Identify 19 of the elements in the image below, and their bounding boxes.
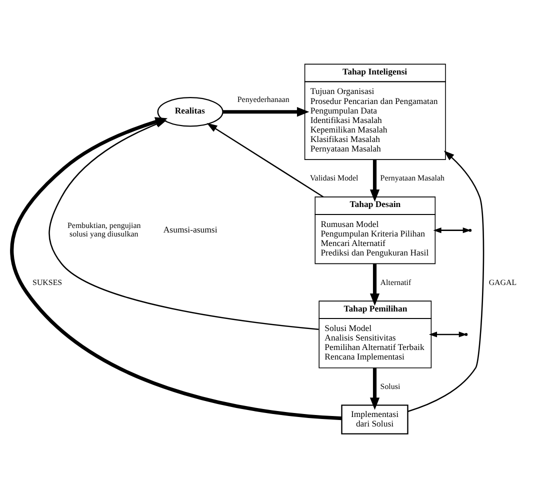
edge-label: SUKSES: [32, 278, 62, 287]
label: Asumsi-asumsi: [163, 224, 218, 235]
node-ellipse: Realitas: [157, 96, 224, 127]
edge-label: Alternatif: [380, 278, 412, 287]
arrow: [408, 150, 484, 412]
edge-label: Solusi: [380, 382, 400, 391]
node-box: Implementasi dari Solusi: [341, 404, 408, 434]
arrow: [206, 123, 324, 198]
edge-label: Pernyataan Masalah: [380, 174, 444, 183]
arrow: [370, 368, 380, 410]
arrow: [428, 332, 467, 338]
arrow: [10, 117, 342, 420]
arrow: [370, 160, 380, 202]
arrow: [370, 264, 380, 306]
edge-label: GAGAL: [488, 278, 517, 287]
edge-label: Penyederhanaan: [237, 94, 290, 104]
edge-label: Pembuktian, pengujian solusi yang diusulkan: [68, 220, 141, 239]
arrow: [222, 107, 310, 117]
edge-label: Validasi Model: [310, 174, 358, 183]
